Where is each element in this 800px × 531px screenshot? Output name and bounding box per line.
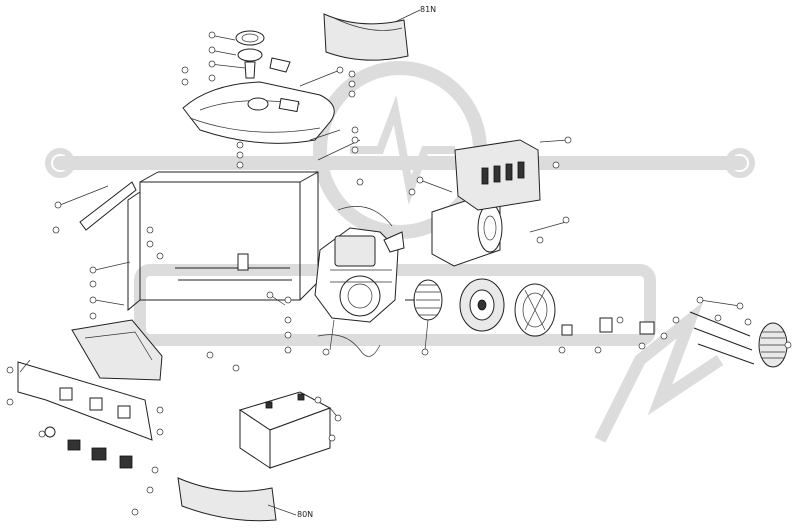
left-bracket — [59, 181, 137, 231]
fuel-cap-assembly — [235, 30, 291, 79]
through-bolts — [689, 311, 755, 365]
watermark-logo — [45, 61, 755, 443]
end-cover-grille — [758, 322, 788, 368]
muffler — [431, 195, 503, 267]
muffler-cover — [454, 139, 541, 211]
bottom-cover-label: 80N — [297, 510, 313, 519]
alternator-stator — [459, 278, 505, 332]
outlets-and-switches — [44, 426, 133, 469]
front-tray — [71, 319, 163, 381]
engine-block — [314, 227, 405, 323]
top-cover-part: 81N — [323, 5, 436, 61]
control-panel — [17, 361, 153, 441]
top-cover-label: 81N — [420, 5, 436, 14]
callout-lines — [19, 34, 741, 421]
wiring-harness — [317, 206, 393, 357]
frame — [127, 171, 319, 312]
alternator-end-housing — [514, 283, 556, 337]
fuel-tank — [182, 81, 335, 144]
callout-circles — [6, 31, 792, 516]
bottom-cover-part: 80N — [177, 477, 313, 522]
battery — [238, 391, 332, 469]
alternator-rotor — [405, 279, 443, 321]
brush-holder — [561, 317, 655, 336]
